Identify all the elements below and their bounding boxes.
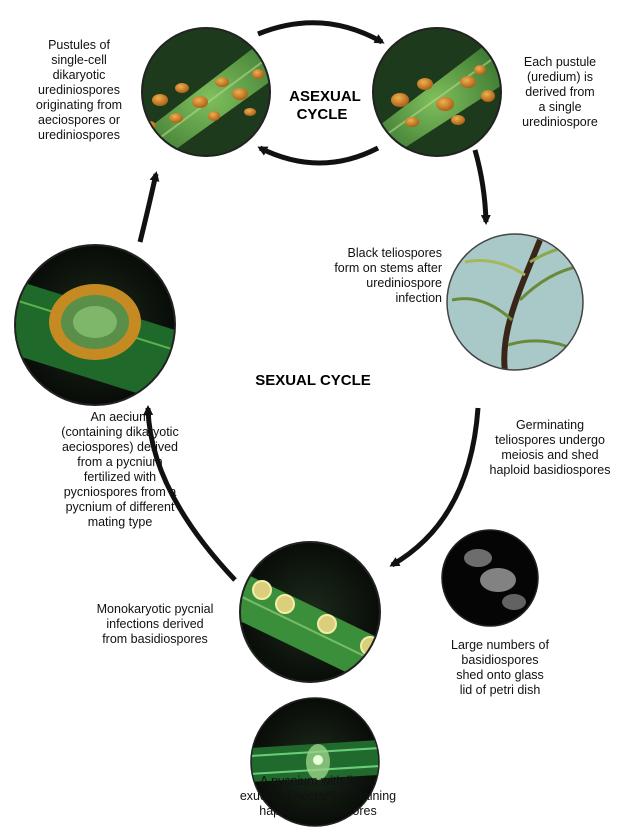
asexual-cycle-title-line2: CYCLE	[297, 106, 348, 123]
asexual-arrow-top	[258, 23, 382, 42]
uredinia-leaf-closeup-photo	[360, 25, 510, 170]
label-pycnium-nectar: A pycnium with liquid exudate ('nectar')…	[208, 774, 428, 819]
label-germinating: Germinating teliospores undergo meiosis …	[476, 418, 624, 478]
label-teliospores: Black teliospores form on stems after ur…	[306, 246, 442, 306]
label-aecium: An aecium (containing dikaryotic aeciosp…	[40, 410, 200, 530]
label-uredium: Each pustule (uredium) is derived from a…	[506, 55, 614, 130]
asexual-arrow-bottom	[260, 148, 378, 163]
label-pustules: Pustules of single-cell dikaryotic uredi…	[14, 38, 144, 143]
label-basidiospores-glass: Large numbers of basidiospores shed onto…	[440, 638, 560, 698]
basidiospores-petri-photo	[440, 528, 540, 628]
arrow-to-pustules	[140, 174, 156, 242]
arrow-to-teliospores	[475, 150, 486, 222]
teliospores-stem-photo	[445, 232, 585, 372]
label-pycnial-infections: Monokaryotic pycnial infections derived …	[80, 602, 230, 647]
sexual-cycle-title: SEXUAL CYCLE	[255, 372, 371, 389]
asexual-cycle-title-line1: ASEXUAL	[289, 88, 361, 105]
